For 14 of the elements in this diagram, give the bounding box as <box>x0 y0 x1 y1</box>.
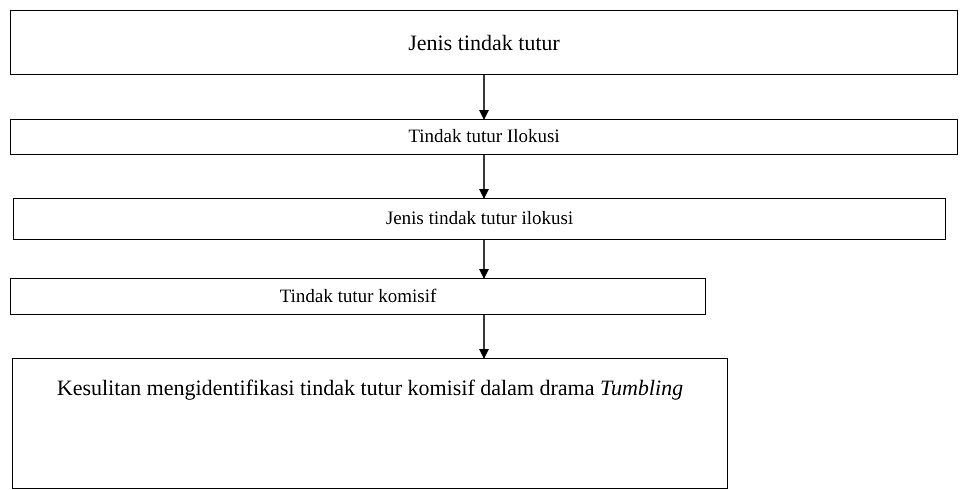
box-label: Kesulitan mengidentifikasi tindak tutur komisif dalam drama Tumbling <box>56 375 684 401</box>
box-label: Tindak tutur komisif <box>280 286 436 308</box>
arrow <box>479 155 489 199</box>
arrow <box>479 315 489 359</box>
box-label: Tindak tutur Ilokusi <box>408 126 560 148</box>
box-label: Jenis tindak tutur ilokusi <box>386 208 574 230</box>
process-box <box>12 358 728 489</box>
arrow <box>479 240 489 279</box>
process-box <box>10 278 706 315</box>
arrow <box>479 75 489 120</box>
process-box <box>10 10 958 75</box>
process-box <box>10 119 958 155</box>
process-box <box>13 198 946 240</box>
box-label: Jenis tindak tutur <box>408 30 560 56</box>
